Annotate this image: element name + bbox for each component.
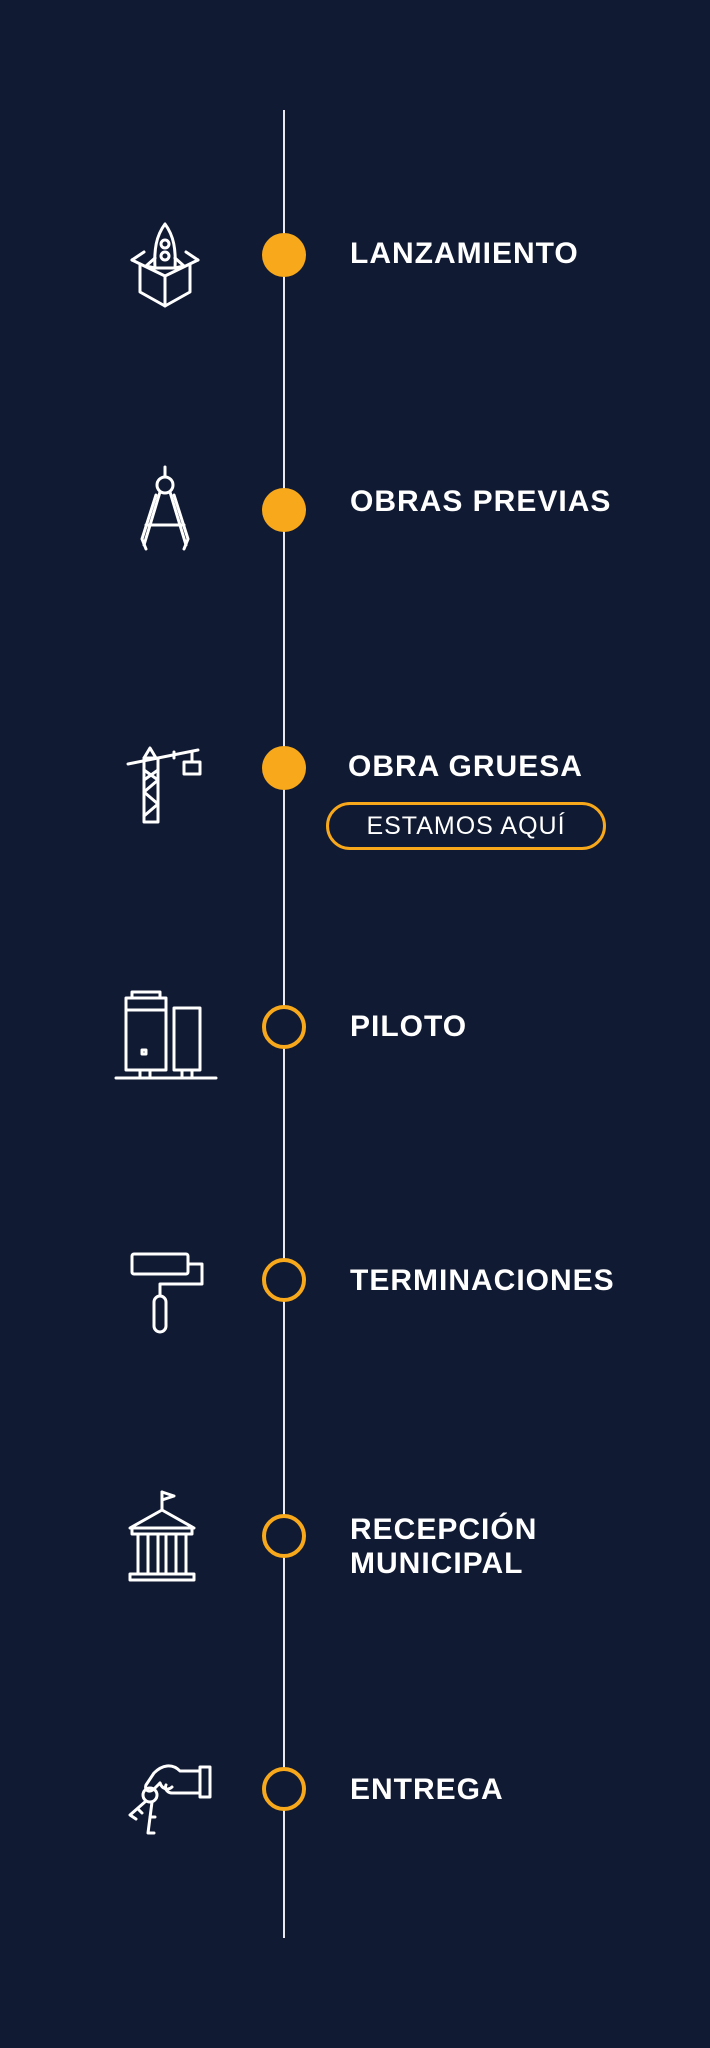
stage-label: LANZAMIENTO: [350, 237, 579, 270]
compass-icon: [110, 459, 220, 569]
stage-dot-pending: [262, 1258, 306, 1302]
crane-icon: [110, 730, 220, 840]
current-stage-badge: ESTAMOS AQUÍ: [326, 802, 606, 850]
stage-label: RECEPCIÓN MUNICIPAL: [350, 1513, 538, 1580]
timeline-stage-lanzamiento: LANZAMIENTO: [0, 200, 710, 340]
stage-label: ENTREGA: [350, 1773, 504, 1806]
timeline-stage-entrega: ENTREGA: [0, 1737, 710, 1877]
timeline-stage-terminaciones: TERMINACIONES: [0, 1228, 710, 1368]
stage-dot-pending: [262, 1767, 306, 1811]
stage-dot-current: [262, 746, 306, 790]
stage-label: OBRAS PREVIAS: [350, 485, 612, 518]
stage-dot-pending: [262, 1514, 306, 1558]
stage-dot-done: [262, 488, 306, 532]
rocket-box-icon: [110, 210, 220, 320]
building-model-icon: [112, 982, 222, 1092]
timeline-stage-recepcion-municipal: RECEPCIÓN MUNICIPAL: [0, 1480, 710, 1620]
municipal-building-icon: [110, 1486, 220, 1596]
stage-label: TERMINACIONES: [350, 1264, 615, 1297]
stage-label: OBRA GRUESA: [348, 750, 583, 783]
paint-roller-icon: [110, 1238, 220, 1348]
stage-dot-done: [262, 233, 306, 277]
timeline-stage-obras-previas: OBRAS PREVIAS: [0, 455, 710, 595]
stage-dot-pending: [262, 1005, 306, 1049]
timeline-stage-obra-gruesa: OBRA GRUESA ESTAMOS AQUÍ: [0, 710, 710, 870]
hand-keys-icon: [110, 1741, 220, 1851]
stage-label: PILOTO: [350, 1010, 468, 1043]
timeline-stage-piloto: PILOTO: [0, 972, 710, 1112]
